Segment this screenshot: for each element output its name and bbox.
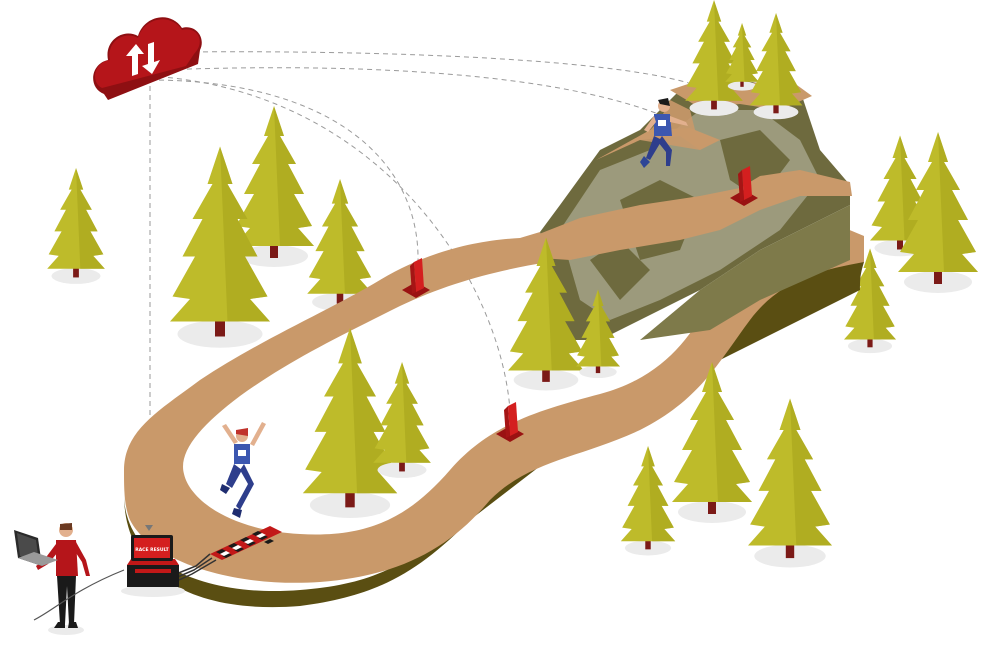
pine-tree-icon	[748, 398, 832, 568]
runner-icon	[220, 422, 266, 518]
pine-tree-icon	[620, 446, 676, 556]
checkered-finish-mat-icon	[165, 526, 282, 587]
operator-person-icon	[36, 523, 90, 635]
timing-system-box: RACE RESULT	[121, 525, 185, 597]
cloud-sync-icon	[93, 17, 202, 101]
pine-tree-icon	[749, 12, 803, 120]
laptop-icon	[14, 530, 125, 621]
upload-download-arrows-icon	[126, 42, 160, 76]
runner-icon	[640, 98, 688, 168]
pine-tree-icon	[373, 362, 431, 478]
pine-tree-icon	[47, 168, 105, 284]
timing-box-brand: RACE RESULT	[135, 547, 169, 553]
